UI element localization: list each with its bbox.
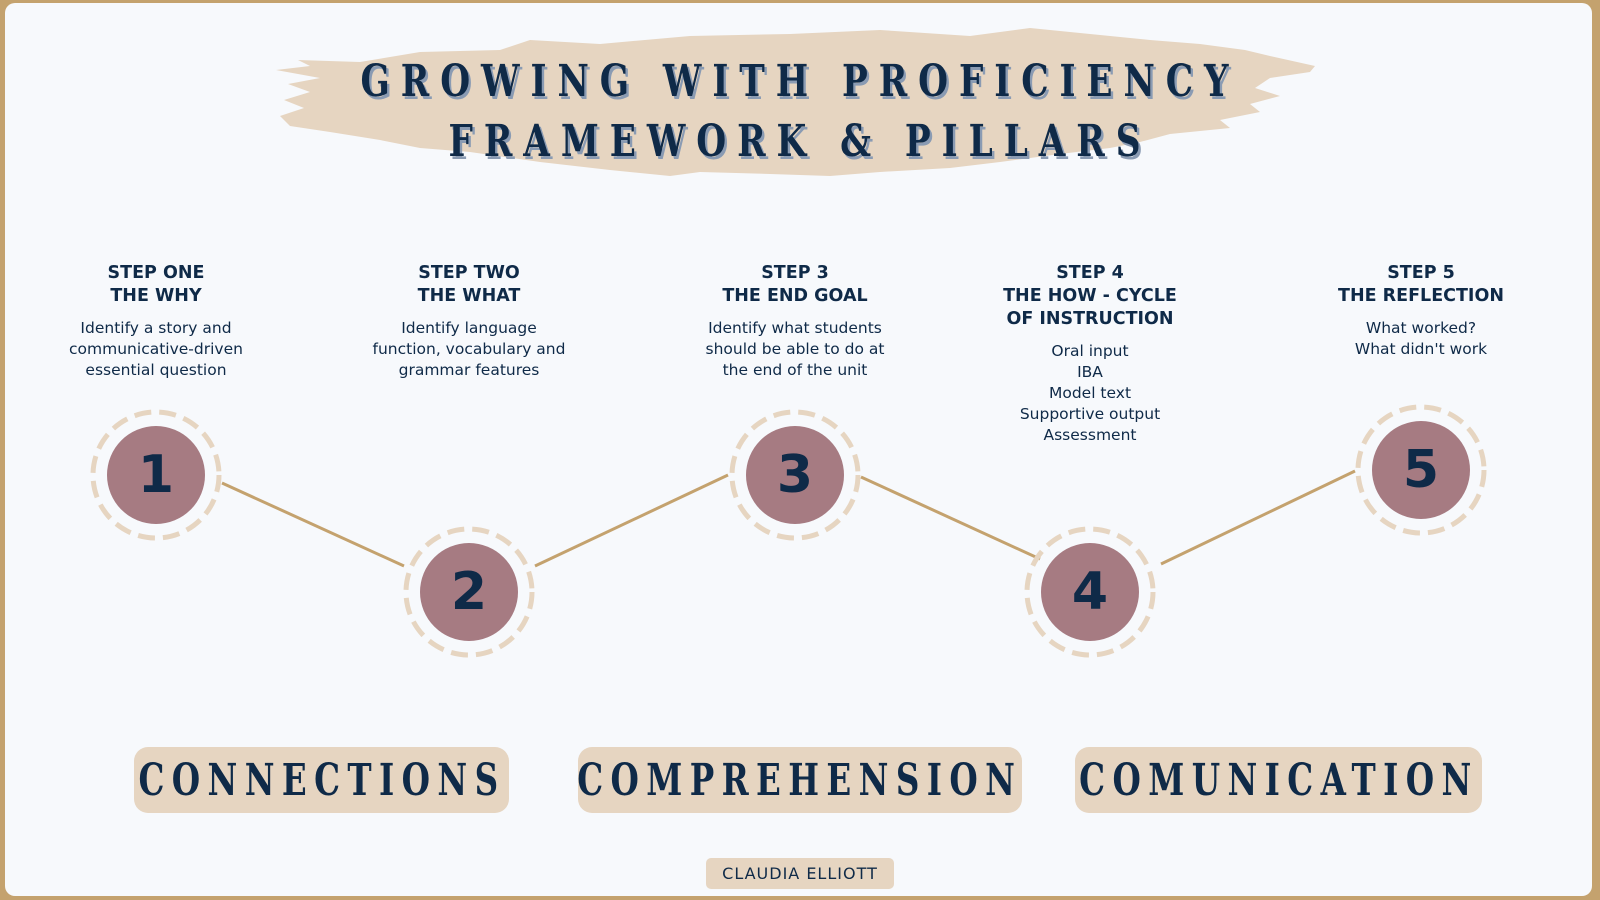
- step-2-heading: STEP TWO THE WHAT: [417, 263, 521, 306]
- title-area: GROWING WITH PROFICIENCY FRAMEWORK & PIL…: [0, 0, 1600, 200]
- step-3-heading: STEP 3 THE END GOAL: [722, 263, 868, 306]
- step-4-heading: STEP 4 THE HOW - CYCLE OF INSTRUCTION: [1003, 263, 1177, 329]
- step-1-number: 1: [137, 445, 175, 505]
- step-4-description: Oral input IBA Model text Supportive out…: [1019, 342, 1161, 444]
- step-1-text: STEP ONE THE WHY Identify a story and co…: [36, 262, 276, 381]
- step-1-heading: STEP ONE THE WHY: [107, 263, 205, 306]
- pillar-connections: CONNECTIONS: [134, 747, 509, 813]
- pillar-comprehension: COMPREHENSION: [577, 747, 1022, 813]
- step-1-node: 1: [87, 406, 225, 544]
- pillar-communication: COMUNICATION: [1075, 747, 1482, 813]
- connector-1-2: [221, 481, 405, 568]
- step-2-text: STEP TWO THE WHAT Identify language func…: [349, 262, 589, 381]
- step-4-number: 4: [1071, 562, 1109, 622]
- dashed-ring: [1024, 526, 1156, 658]
- dashed-ring: [403, 526, 535, 658]
- step-5-number: 5: [1402, 440, 1440, 500]
- title-line-2: FRAMEWORK & PILLARS: [448, 116, 1152, 167]
- author-badge: CLAUDIA ELLIOTT: [706, 858, 894, 889]
- step-5-heading: STEP 5 THE REFLECTION: [1338, 263, 1504, 306]
- dashed-ring: [1355, 404, 1487, 536]
- step-2-node: 2: [400, 523, 538, 661]
- step-5-description: What worked? What didn't work: [1354, 319, 1488, 358]
- connector-2-3: [534, 473, 729, 568]
- brush-stroke: [276, 28, 1315, 176]
- title-line-1: GROWING WITH PROFICIENCY: [360, 56, 1240, 107]
- step-1-description: Identify a story and communicative-drive…: [69, 319, 243, 379]
- dashed-ring: [729, 409, 861, 541]
- step-2-description: Identify language function, vocabulary a…: [372, 319, 566, 379]
- step-3-number: 3: [776, 445, 814, 505]
- connector-4-5: [1160, 469, 1356, 566]
- step-5-node: 5: [1352, 401, 1490, 539]
- step-4-text: STEP 4 THE HOW - CYCLE OF INSTRUCTION Or…: [970, 262, 1210, 446]
- connector-3-4: [860, 475, 1041, 561]
- dashed-ring: [90, 409, 222, 541]
- step-2-number: 2: [450, 562, 488, 622]
- step-3-description: Identify what students should be able to…: [705, 319, 885, 379]
- step-4-node: 4: [1021, 523, 1159, 661]
- step-3-text: STEP 3 THE END GOAL Identify what studen…: [675, 262, 915, 381]
- step-5-text: STEP 5 THE REFLECTION What worked? What …: [1301, 262, 1541, 360]
- step-3-node: 3: [726, 406, 864, 544]
